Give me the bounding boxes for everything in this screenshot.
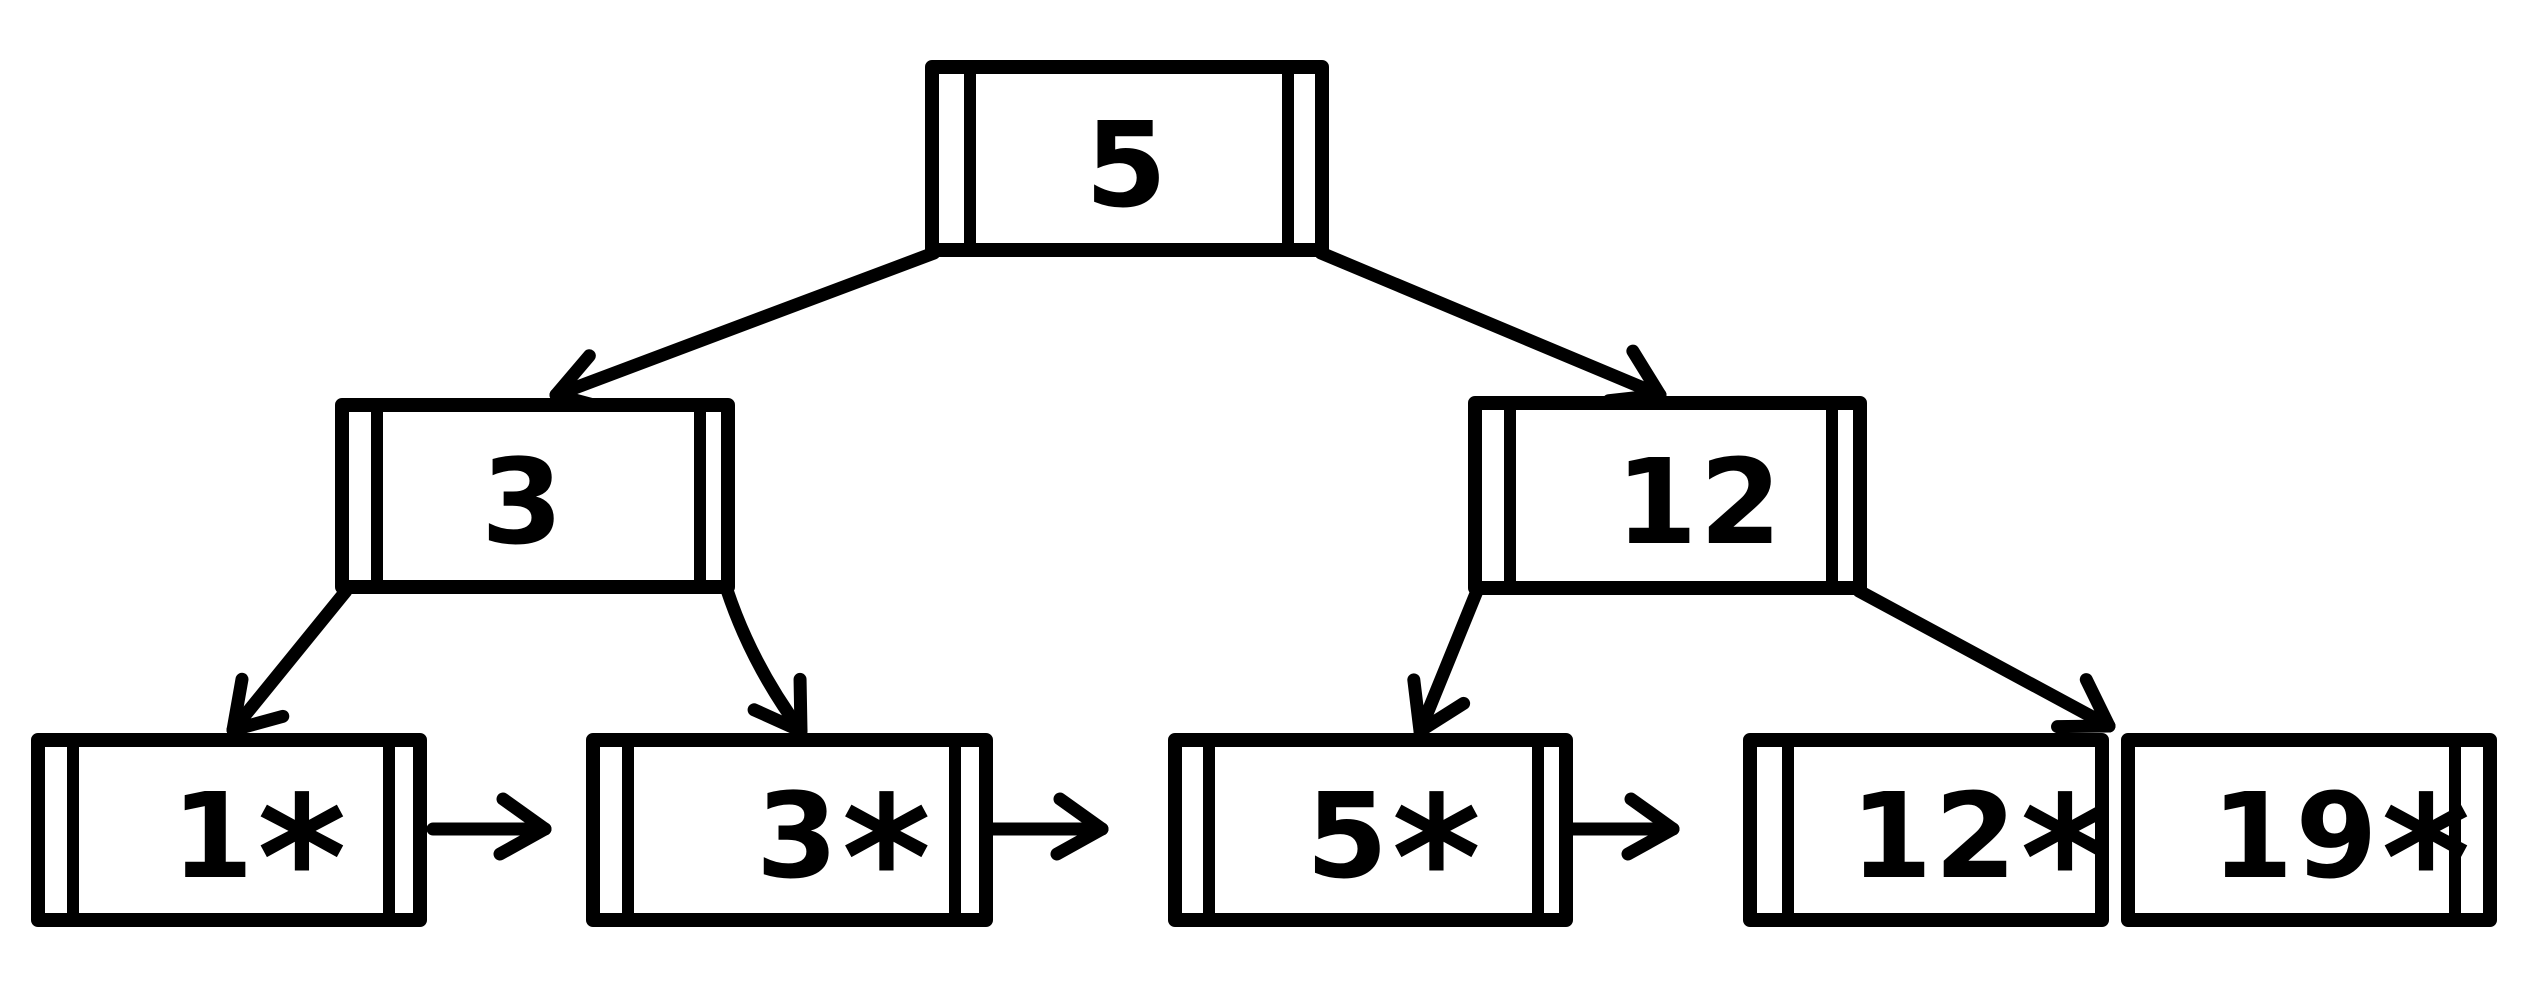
right-node-rect xyxy=(1468,396,1867,595)
left-node-box xyxy=(335,398,735,594)
leaf4-cell2-rect xyxy=(2121,733,2497,927)
leaf3-rect xyxy=(1168,733,1573,927)
edge-right-to-leaf3 xyxy=(1407,584,1484,738)
leaf2-rect xyxy=(586,733,993,927)
edge-right-to-leaf4 xyxy=(1852,584,2116,734)
root-node-rect xyxy=(925,60,1329,257)
leaf4-cell1-rect xyxy=(1743,733,2109,927)
leaf1-rect xyxy=(31,733,427,927)
edge-left-to-leaf2 xyxy=(720,583,808,738)
left-node-rect xyxy=(335,398,735,594)
leaf4-box xyxy=(1743,733,2497,927)
edge-root-to-right xyxy=(1314,246,1667,408)
leaf1-box xyxy=(31,733,427,927)
leaf3-box xyxy=(1168,733,1573,927)
edge-left-to-leaf1 xyxy=(226,584,353,737)
edge-root-to-left xyxy=(549,246,941,415)
leaf2-box xyxy=(586,733,993,927)
right-node-box xyxy=(1468,396,1867,595)
root-node-box xyxy=(925,60,1329,257)
